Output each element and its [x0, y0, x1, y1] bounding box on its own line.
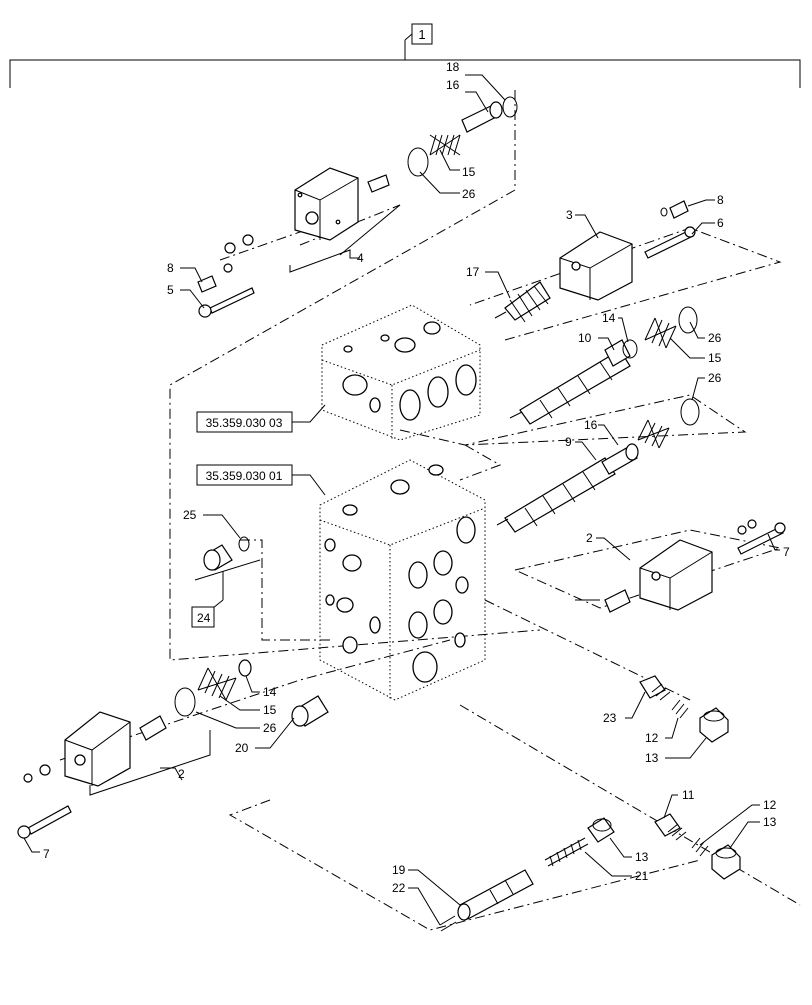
callout-19: 19 — [392, 863, 406, 877]
callout-9: 9 — [565, 435, 572, 449]
plug-8-right — [660, 200, 689, 219]
callout-8-left: 8 — [167, 261, 174, 275]
end-cap-2-left — [23, 711, 167, 787]
callout-12-lower: 12 — [763, 798, 777, 812]
reference-box-upper: 35.359.030 03 — [196, 404, 326, 433]
callout-13-lower: 13 — [763, 815, 777, 829]
bolt-5 — [198, 287, 255, 318]
reference-label-upper: 35.359.030 03 — [206, 416, 283, 430]
valve-23 — [639, 675, 671, 701]
callout-26-top: 26 — [462, 187, 476, 201]
bolt-7-right — [737, 522, 786, 555]
callout-2-right: 2 — [586, 531, 593, 545]
plug-13-upper — [699, 707, 729, 743]
callout-3: 3 — [566, 208, 573, 222]
callout-23: 23 — [603, 711, 617, 725]
callout-16-middle: 16 — [584, 418, 598, 432]
end-cap-3 — [559, 231, 633, 301]
callout-12-upper: 12 — [645, 731, 659, 745]
bolt-6 — [644, 226, 696, 259]
callout-15-right: 15 — [708, 351, 722, 365]
spring-12-lower — [691, 837, 709, 857]
spring-21 — [544, 837, 589, 867]
bolt-7-left — [17, 805, 72, 839]
plug-8-left — [197, 275, 217, 293]
ring-14-lower — [238, 659, 252, 677]
callout-4: 4 — [357, 251, 364, 265]
callout-6: 6 — [717, 216, 724, 230]
callout-22: 22 — [392, 881, 406, 895]
callout-box-24 — [191, 606, 215, 628]
callout-21: 21 — [635, 869, 649, 883]
callout-16-top: 16 — [446, 78, 460, 92]
oring-26-top — [407, 147, 429, 177]
ring-14-upper — [622, 339, 638, 359]
connection-lines — [59, 90, 801, 931]
plug-13-lower — [711, 844, 741, 880]
spring-12-upper — [671, 699, 689, 719]
callout-25: 25 — [183, 508, 197, 522]
plug-13-bottom — [587, 817, 615, 843]
callout-13-upper: 13 — [645, 751, 659, 765]
main-valve-block — [319, 459, 486, 701]
callout-8-right: 8 — [717, 193, 724, 207]
seat-16-middle — [601, 443, 639, 475]
oring-26-right-lower — [680, 398, 700, 426]
piston-19 — [439, 869, 534, 932]
callout-26-right-upper: 26 — [708, 331, 722, 345]
callout-box-1: 1 — [411, 23, 433, 45]
callout-5: 5 — [167, 283, 174, 297]
callout-10: 10 — [578, 331, 592, 345]
reference-box-lower: 35.359.030 01 — [196, 464, 326, 496]
callout-17: 17 — [466, 265, 480, 279]
plug-20 — [291, 695, 329, 727]
callout-numbers: 18 16 15 26 4 8 5 3 8 6 17 14 10 26 15 2… — [43, 60, 790, 895]
plug-24 — [194, 536, 261, 609]
spring-15-lower — [197, 667, 237, 701]
spring-right-middle — [637, 419, 670, 449]
callout-13-bottom: 13 — [635, 850, 649, 864]
valve-11 — [654, 813, 687, 841]
spool-17 — [494, 281, 551, 323]
callout-7-left: 7 — [43, 847, 50, 861]
oring-26-right-upper — [678, 306, 698, 334]
end-cap-2-right — [604, 519, 757, 613]
seat-16-top — [461, 96, 518, 133]
callout-14-upper: 14 — [602, 311, 616, 325]
callout-15-top: 15 — [462, 165, 476, 179]
callout-18: 18 — [446, 60, 460, 74]
leader-lines — [23, 74, 780, 926]
callout-11: 11 — [682, 788, 695, 802]
callout-24: 24 — [197, 611, 211, 625]
callout-2-left: 2 — [178, 767, 185, 781]
callout-15-lower: 15 — [263, 703, 277, 717]
oring-26-lower — [174, 687, 196, 717]
spring-15-top — [429, 134, 461, 156]
callout-14-lower: 14 — [263, 685, 277, 699]
callout-20: 20 — [235, 741, 249, 755]
upper-valve-block — [321, 304, 481, 441]
callout-1: 1 — [418, 27, 425, 42]
callout-7-right: 7 — [783, 545, 790, 559]
spring-15-right — [644, 317, 677, 349]
end-cap-4 — [223, 167, 390, 273]
spool-10 — [509, 339, 631, 425]
reference-label-lower: 35.359.030 01 — [206, 469, 283, 483]
assembly-bracket — [9, 33, 801, 88]
callout-26-lower: 26 — [263, 721, 277, 735]
spool-9 — [496, 457, 616, 533]
callout-26-right-lower: 26 — [708, 371, 722, 385]
